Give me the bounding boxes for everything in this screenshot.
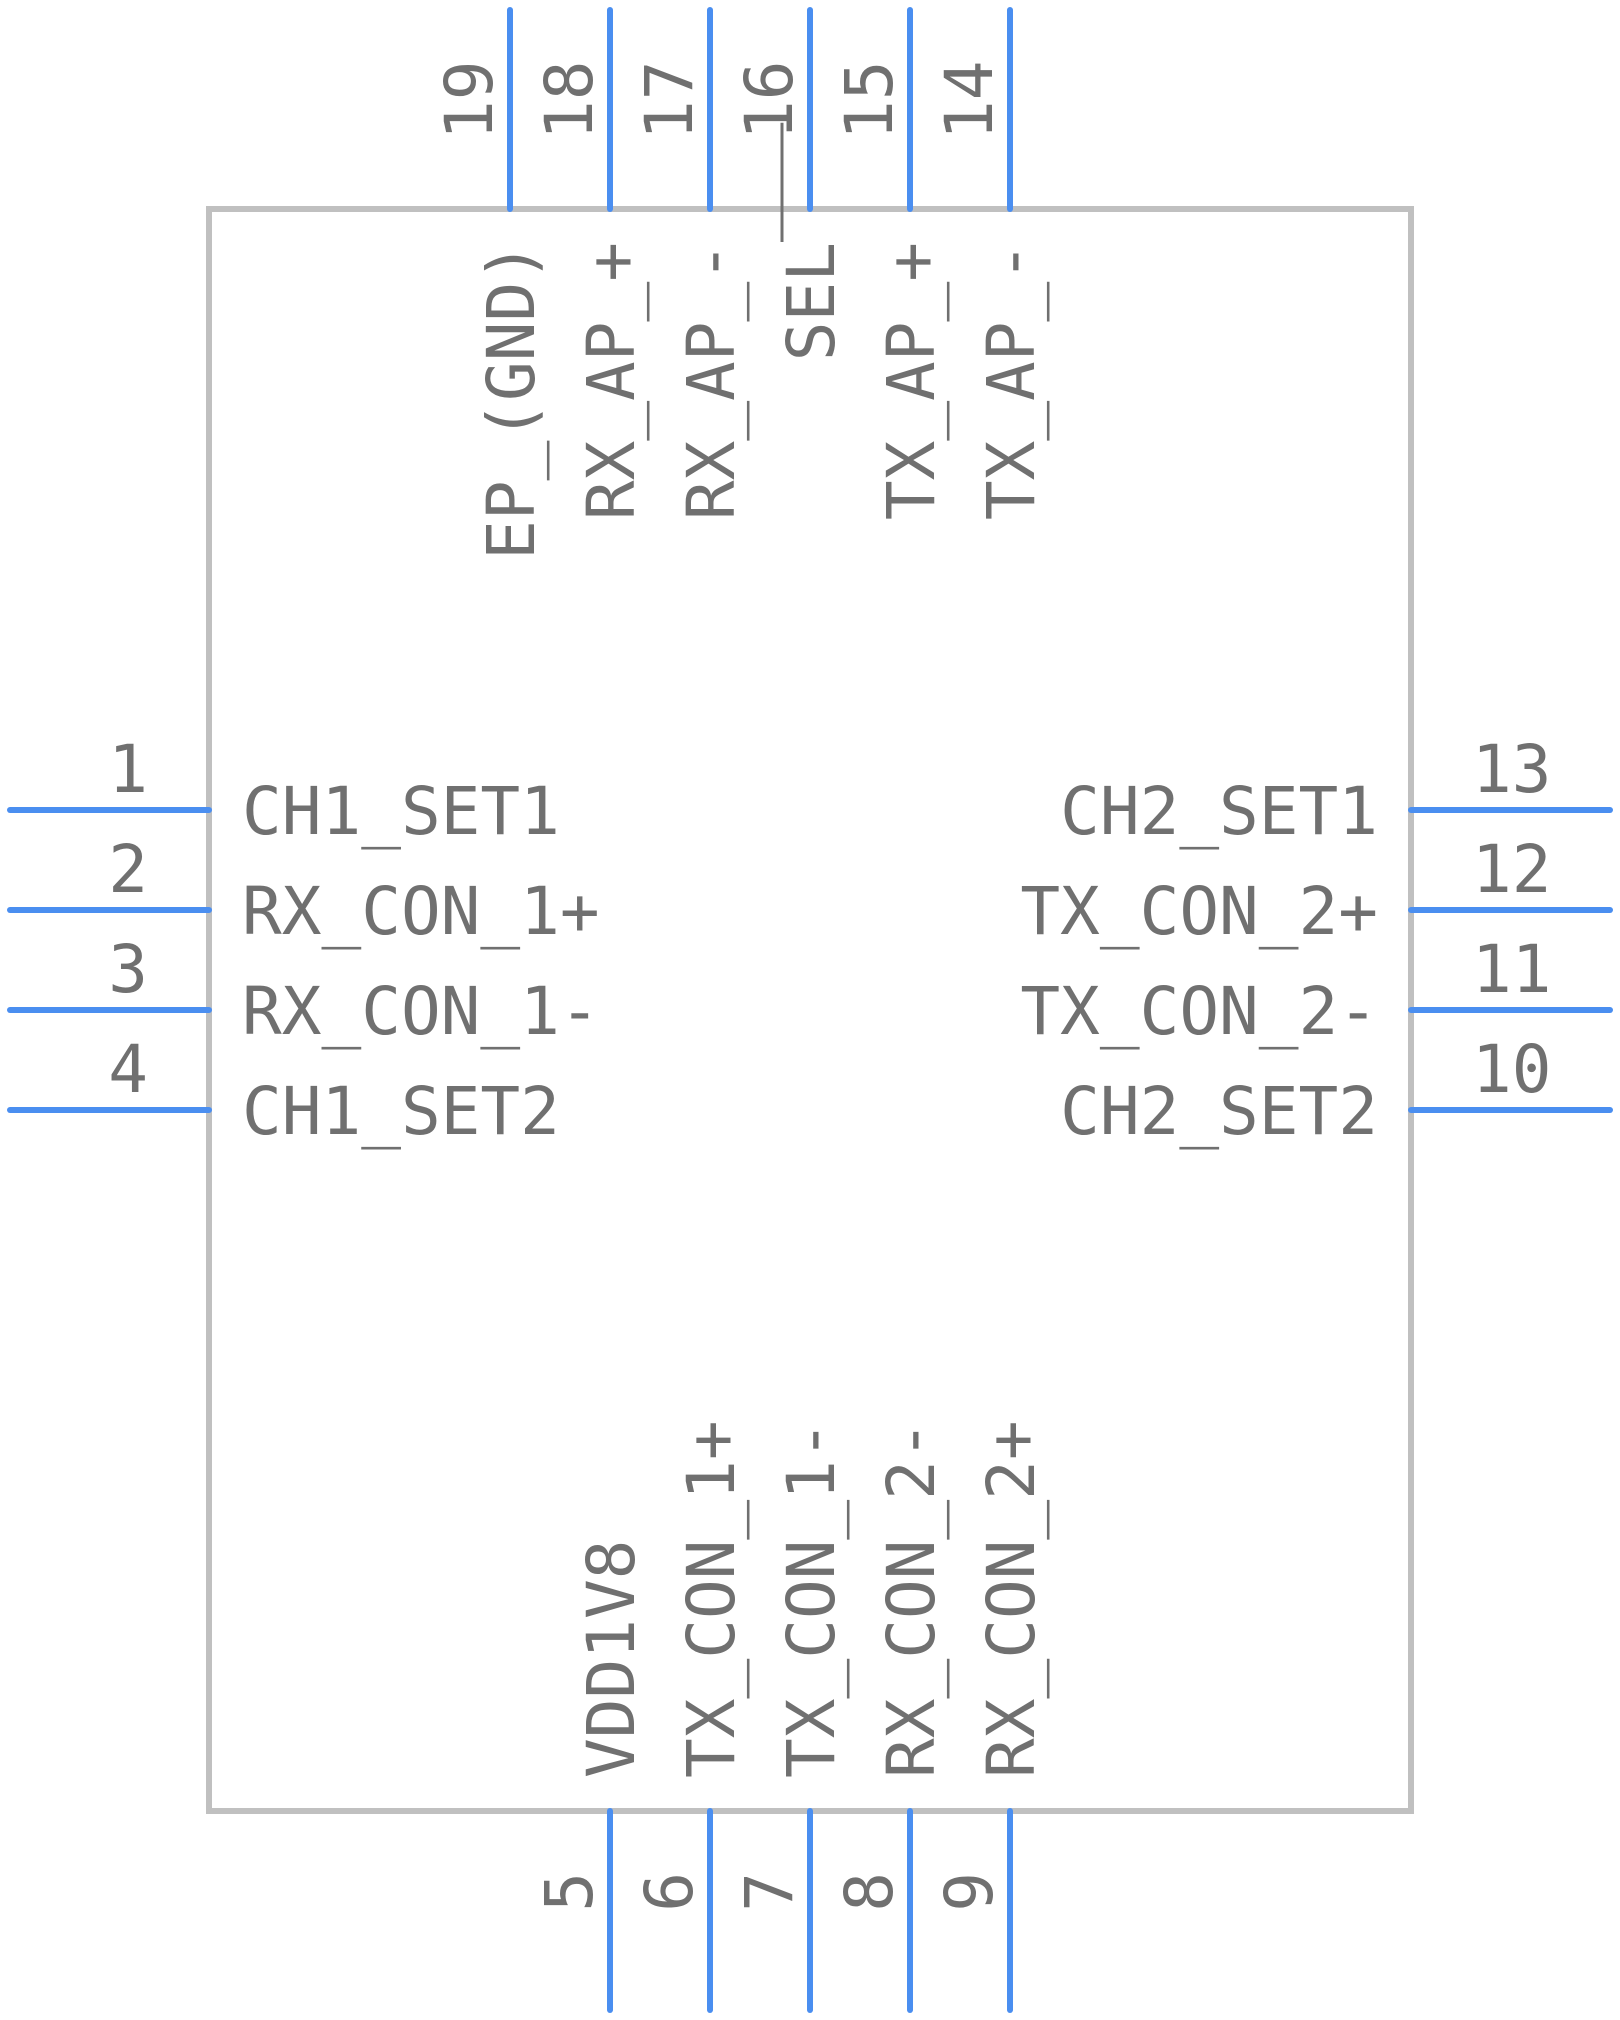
pins-layer: 1CH1_SET12RX_CON_1+3RX_CON_1-4CH1_SET25V… [7,7,1613,2013]
pin-name: CH2_SET1 [1060,773,1378,850]
pin-name: EP_(GND) [473,242,550,560]
pin-number: 1 [108,731,148,808]
pin-name: SEL [773,242,850,361]
ic-body-outline [206,206,1414,1814]
pin-number: 9 [931,1872,1008,1912]
pin-name: RX_CON_2+ [973,1420,1050,1778]
pin-number: 18 [531,61,608,140]
pin-name: RX_CON_1- [242,973,600,1050]
pin-number: 11 [1472,931,1551,1008]
pin-name: VDD1V8 [573,1540,650,1778]
pin-9: 9 RX_CON_2+ [931,1420,1050,2013]
pin-8: 8 RX_CON_2- [831,1420,950,2013]
pin-number: 13 [1472,731,1551,808]
pin-name: RX_AP_+ [573,242,650,520]
pin-number: 15 [831,61,908,140]
pin-name: TX_CON_1- [773,1420,850,1778]
pin-number: 3 [108,931,148,1008]
pin-number: 17 [631,61,708,140]
pin-number: 12 [1472,831,1551,908]
pin-name: TX_CON_2- [1020,973,1378,1050]
pin-number: 7 [731,1872,808,1912]
pin-name: CH1_SET2 [242,1073,560,1150]
pin-2: 2RX_CON_1+ [7,831,600,950]
pin-number: 4 [108,1031,148,1108]
pin-number: 8 [831,1872,908,1912]
pin-name: TX_CON_2+ [1020,873,1378,950]
pin-number: 16 [731,61,808,140]
pin-number: 5 [531,1872,608,1912]
pin-5: 5 VDD1V8 [531,1540,650,2013]
pin-6: 6 TX_CON_1+ [631,1420,750,2013]
pin-name: CH1_SET1 [242,773,560,850]
pin-name: RX_CON_1+ [242,873,600,950]
pin-name: TX_CON_1+ [673,1420,750,1778]
pin-number: 10 [1472,1031,1551,1108]
pin-name: CH2_SET2 [1060,1073,1378,1150]
pin-name: RX_AP_- [673,242,750,520]
pin-number: 2 [108,831,148,908]
pin-3: 3RX_CON_1- [7,931,600,1050]
pin-number: 19 [431,61,508,140]
pin-number: 6 [631,1872,708,1912]
pin-number: 14 [931,61,1008,140]
pin-name: TX_AP_- [973,242,1050,520]
pin-name: TX_AP_+ [873,242,950,520]
pin-name: RX_CON_2- [873,1420,950,1778]
pin-7: 7 TX_CON_1- [731,1420,850,2013]
